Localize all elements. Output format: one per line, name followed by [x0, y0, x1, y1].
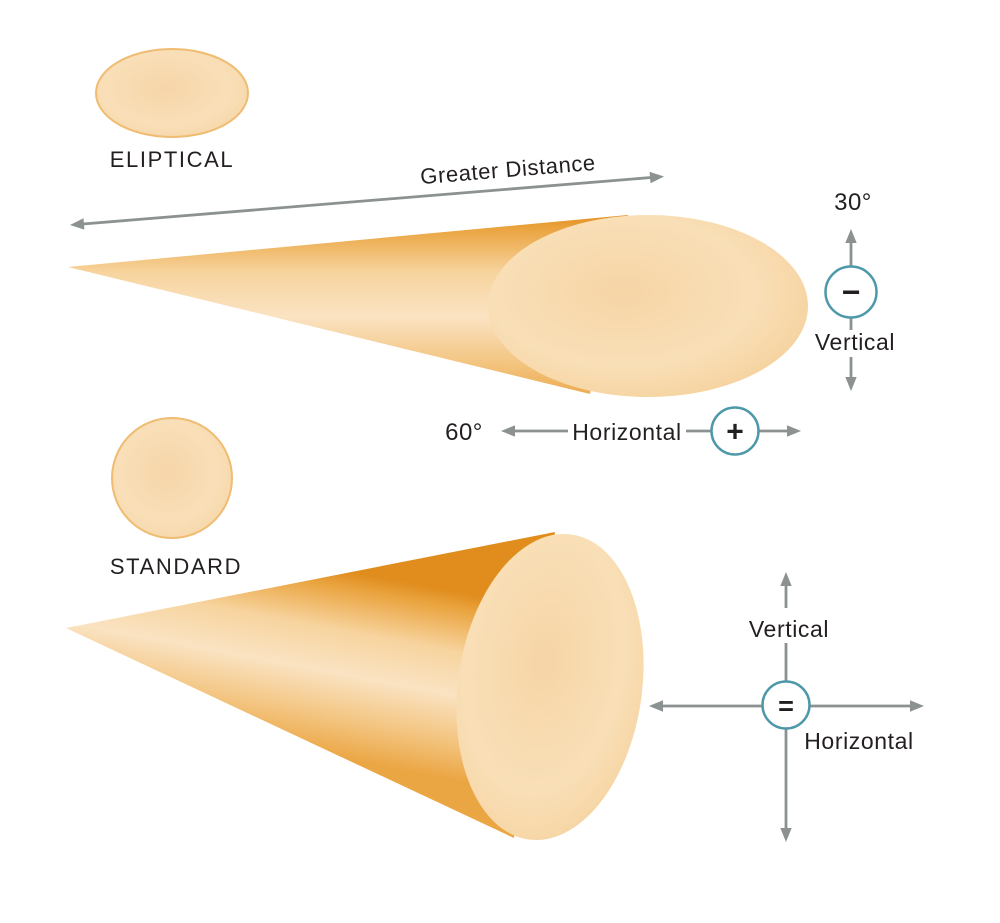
vertical-axis-label: Vertical	[815, 329, 895, 355]
minus-sign: −	[842, 274, 861, 310]
plus-badge	[710, 406, 760, 456]
horizontal-angle-value: 60°	[445, 419, 483, 446]
standard-beam-cone	[66, 532, 555, 838]
horizontal-axis-label: Horizontal	[572, 419, 682, 445]
elliptical-beam-cone	[68, 215, 628, 394]
equals-badge	[761, 680, 811, 730]
vertical-angle-value: 30°	[834, 189, 872, 216]
standard-beam-group: STANDARD Vertical = Hori	[66, 417, 924, 842]
elliptical-vertical-indicator: 30° − Vertical	[815, 189, 895, 391]
elliptical-sample-label: ELIPTICAL	[110, 147, 234, 172]
plus-sign: +	[726, 416, 744, 449]
elliptical-beam-group: ELIPTICAL Greater Distance 30°	[68, 48, 895, 456]
standard-beam-cap	[456, 533, 644, 841]
vertical-axis-label: Vertical	[749, 616, 829, 642]
standard-cross-indicator: Vertical = Horizontal	[649, 572, 924, 842]
equals-sign: =	[778, 691, 794, 721]
elliptical-horizontal-indicator: 60° Horizontal +	[445, 406, 801, 456]
standard-sample-shape	[111, 417, 233, 539]
standard-sample-label: STANDARD	[110, 554, 242, 579]
horizontal-axis-label: Horizontal	[804, 728, 914, 754]
elliptical-sample-shape	[95, 48, 249, 138]
elliptical-beam-cap	[488, 215, 808, 397]
greater-distance-arrow-icon	[70, 171, 664, 230]
minus-badge	[824, 265, 878, 319]
